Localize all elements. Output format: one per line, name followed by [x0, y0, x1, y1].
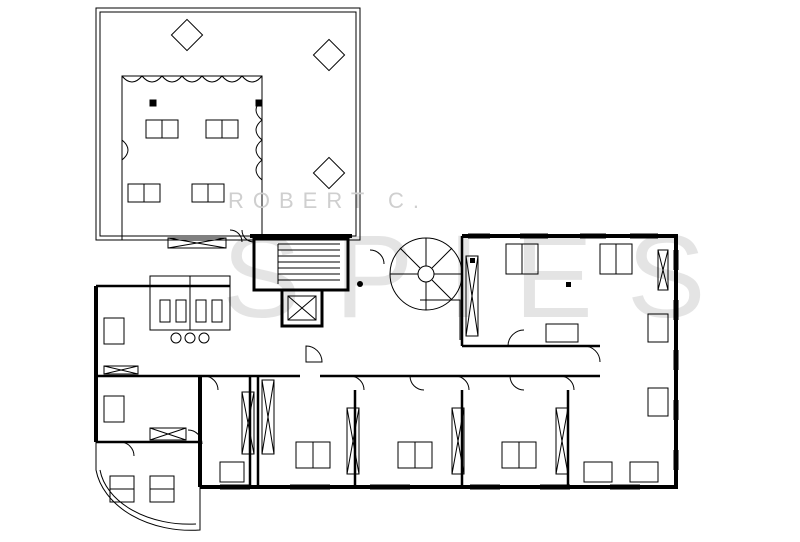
watermark-brand-line1: ROBERT C. [228, 188, 428, 213]
watermark-brand-line2: SPIES [222, 211, 740, 343]
doors [119, 229, 601, 457]
window-marks [220, 233, 679, 490]
meeting-room [121, 75, 263, 241]
bay-window-room [95, 442, 201, 531]
columns [357, 258, 571, 287]
spiral-staircase-icon [389, 237, 463, 340]
desks [103, 18, 669, 503]
storage-cabinets [103, 237, 669, 475]
restroom-block [149, 275, 231, 344]
elevator-icon [280, 288, 324, 328]
